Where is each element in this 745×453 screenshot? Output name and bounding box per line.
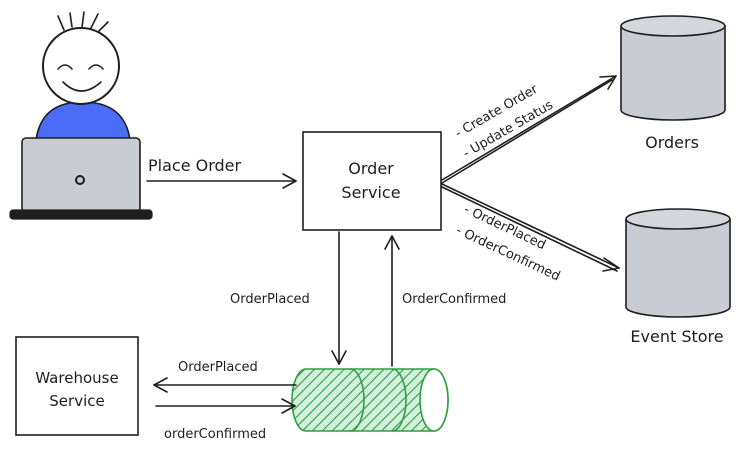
laptop-base bbox=[9, 209, 153, 220]
queue-to-warehouse-label: OrderPlaced bbox=[178, 360, 258, 375]
event-store-label: Event Store bbox=[630, 327, 723, 346]
place-order-label: Place Order bbox=[148, 156, 242, 175]
person-shirt bbox=[35, 101, 131, 141]
warehouse-service-box bbox=[15, 336, 139, 436]
laptop-logo bbox=[75, 175, 85, 185]
warehouse-service-node: Warehouse Service bbox=[15, 336, 139, 436]
warehouse-to-queue-arrow bbox=[155, 398, 296, 414]
warehouse-to-queue-label: orderConfirmed bbox=[164, 427, 266, 442]
place-order-arrow bbox=[146, 173, 297, 189]
order-service-label-line1: Order bbox=[348, 159, 394, 178]
order-service-to-event-store-arrow bbox=[441, 183, 620, 272]
order-service-node: Order Service bbox=[302, 131, 442, 231]
order-service-label-line2: Service bbox=[341, 183, 400, 202]
event-store-database-icon: Event Store bbox=[625, 208, 731, 346]
user-with-laptop-icon bbox=[9, 11, 153, 220]
queue-to-warehouse-arrow bbox=[153, 377, 297, 393]
orders-database-label: Orders bbox=[645, 133, 699, 152]
queue-to-service-arrow bbox=[384, 235, 400, 367]
person-head bbox=[42, 27, 120, 105]
service-to-queue-label: OrderPlaced bbox=[230, 292, 310, 307]
order-service-to-orders-arrow bbox=[441, 75, 617, 184]
message-queue-icon bbox=[291, 368, 449, 432]
queue-to-service-label: OrderConfirmed bbox=[402, 292, 506, 307]
orders-database-icon: Orders bbox=[620, 15, 726, 152]
warehouse-service-label-line1: Warehouse bbox=[35, 369, 118, 387]
laptop-screen bbox=[21, 137, 141, 213]
service-to-queue-arrow bbox=[331, 231, 347, 365]
warehouse-service-label-line2: Service bbox=[49, 392, 104, 410]
order-service-box bbox=[302, 131, 442, 231]
